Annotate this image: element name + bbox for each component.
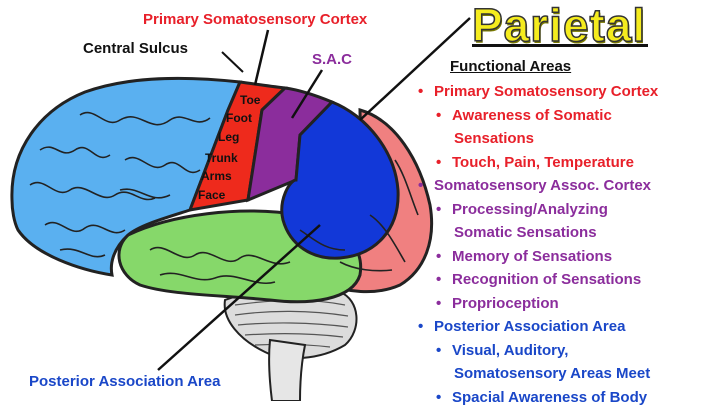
brainstem bbox=[269, 340, 305, 401]
functional-area-item: •Visual, Auditory, bbox=[418, 339, 658, 363]
homunculus-foot: Foot bbox=[226, 112, 252, 124]
bullet-icon: • bbox=[418, 80, 434, 104]
label-central-sulcus: Central Sulcus bbox=[83, 41, 188, 56]
label-sac: S.A.C bbox=[312, 52, 352, 67]
bullet-icon: • bbox=[436, 245, 452, 269]
label-posterior-area: Posterior Association Area bbox=[29, 374, 220, 389]
functional-area-item: Somatosensory Areas Meet bbox=[418, 362, 658, 386]
bullet-icon: • bbox=[436, 386, 452, 409]
pointer-central-sulcus bbox=[222, 52, 243, 72]
label-primary-cortex: Primary Somatosensory Cortex bbox=[143, 12, 367, 27]
pointer-primary-cortex bbox=[255, 30, 268, 85]
functional-area-item: •Recognition of Sensations bbox=[418, 268, 658, 292]
bullet-icon: • bbox=[418, 174, 434, 198]
functional-area-item: •Awareness of Somatic bbox=[418, 104, 658, 128]
bullet-icon: • bbox=[418, 315, 434, 339]
functional-area-text: Posterior Association Area bbox=[434, 318, 625, 335]
functional-area-item: •Somatosensory Assoc. Cortex bbox=[418, 174, 658, 198]
functional-area-item: •Memory of Sensations bbox=[418, 245, 658, 269]
bullet-icon: • bbox=[436, 292, 452, 316]
functional-area-text: Somatosensory Areas Meet bbox=[454, 365, 650, 382]
bullet-icon: • bbox=[436, 198, 452, 222]
functional-area-item: •Primary Somatosensory Cortex bbox=[418, 80, 658, 104]
functional-area-text: Recognition of Sensations bbox=[452, 271, 641, 288]
bullet-icon: • bbox=[436, 268, 452, 292]
functional-area-text: Visual, Auditory, bbox=[452, 342, 568, 359]
functional-area-item: •Spacial Awareness of Body bbox=[418, 386, 658, 409]
homunculus-arms: Arms bbox=[201, 170, 232, 182]
title-underline bbox=[472, 44, 648, 47]
functional-area-text: Spacial Awareness of Body bbox=[452, 389, 647, 406]
functional-area-text: Sensations bbox=[454, 130, 534, 147]
functional-area-item: •Proprioception bbox=[418, 292, 658, 316]
homunculus-leg: Leg bbox=[218, 131, 239, 143]
homunculus-trunk: Trunk bbox=[205, 152, 238, 164]
functional-area-text: Somatic Sensations bbox=[454, 224, 597, 241]
functional-area-item: Somatic Sensations bbox=[418, 221, 658, 245]
functional-area-item: •Posterior Association Area bbox=[418, 315, 658, 339]
homunculus-face: Face bbox=[198, 189, 225, 201]
functional-area-text: Memory of Sensations bbox=[452, 248, 612, 265]
bullet-icon: • bbox=[436, 151, 452, 175]
functional-areas-list: •Primary Somatosensory Cortex•Awareness … bbox=[418, 80, 658, 409]
functional-area-text: Somatosensory Assoc. Cortex bbox=[434, 177, 651, 194]
functional-area-text: Touch, Pain, Temperature bbox=[452, 154, 634, 171]
functional-area-item: •Processing/Analyzing bbox=[418, 198, 658, 222]
bullet-icon: • bbox=[436, 104, 452, 128]
homunculus-toe: Toe bbox=[240, 94, 260, 106]
functional-area-item: Sensations bbox=[418, 127, 658, 151]
functional-areas-heading: Functional Areas bbox=[450, 58, 571, 75]
functional-area-item: •Touch, Pain, Temperature bbox=[418, 151, 658, 175]
bullet-icon: • bbox=[436, 339, 452, 363]
functional-area-text: Processing/Analyzing bbox=[452, 201, 608, 218]
functional-area-text: Awareness of Somatic bbox=[452, 107, 612, 124]
functional-area-text: Primary Somatosensory Cortex bbox=[434, 83, 658, 100]
functional-area-text: Proprioception bbox=[452, 295, 559, 312]
